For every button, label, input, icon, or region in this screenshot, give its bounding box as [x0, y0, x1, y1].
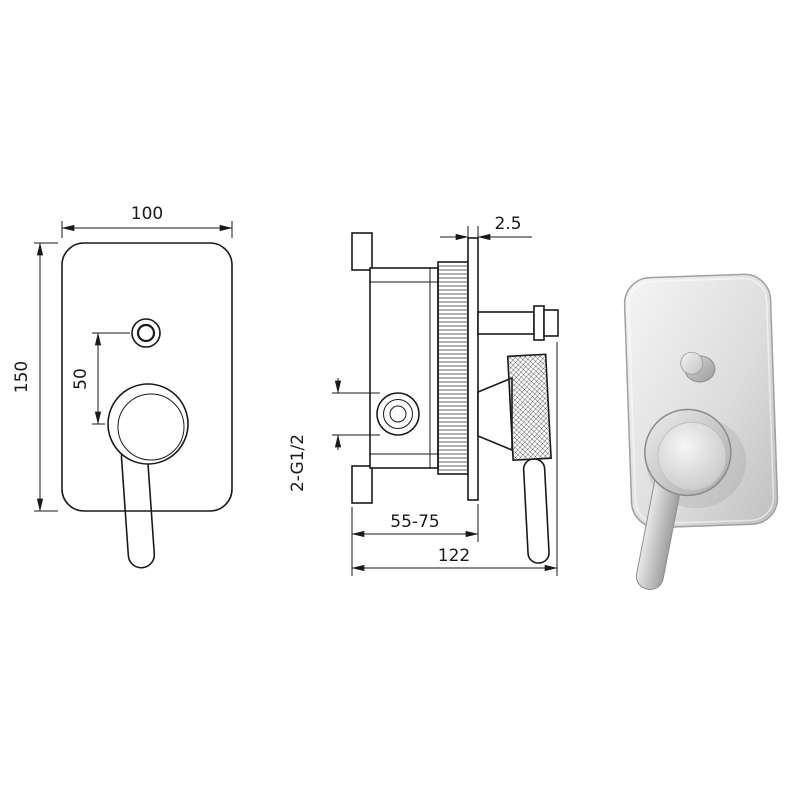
front-width-label: 100 [131, 204, 163, 224]
front-view: 100 150 50 [12, 204, 233, 569]
dimension-total-depth: 122 [351, 342, 558, 576]
side-threaded-collar [437, 261, 469, 475]
dimension-thread-spec: 2-G1/2 [288, 378, 380, 492]
side-diverter-ring [533, 305, 545, 341]
side-mounting-ear-top [351, 232, 373, 271]
side-diverter-stem [477, 311, 535, 335]
front-handle-outer-circle [107, 383, 189, 465]
side-view: 2.5 2-G1/2 55-75 122 [288, 214, 559, 576]
product-render [623, 273, 779, 590]
side-lever-handle [522, 458, 550, 564]
plate-thickness-label: 2.5 [494, 214, 521, 234]
side-mounting-ear-bottom [351, 465, 373, 504]
side-inlet-circle-mid [383, 399, 413, 429]
circle-offset-label: 50 [71, 368, 91, 390]
front-handle-inner-circle [117, 393, 185, 461]
dimension-circle-offset: 50 [71, 332, 130, 425]
side-handle-hub [477, 376, 513, 452]
front-height-label: 150 [12, 361, 32, 393]
render-diverter-knob-face [680, 351, 704, 375]
front-diverter-button-inner [136, 323, 156, 343]
depth-range-label: 55-75 [390, 512, 439, 532]
render-plate-highlight [627, 277, 775, 525]
total-depth-label: 122 [438, 546, 470, 566]
render-handle-inner [657, 421, 727, 491]
side-inlet-circle-inner [389, 405, 407, 423]
side-diverter-cap [543, 309, 559, 337]
dimension-plate-thickness: 2.5 [440, 214, 532, 242]
dimension-front-height: 150 [12, 242, 58, 512]
side-handle-group [506, 353, 552, 564]
dimension-front-width: 100 [61, 204, 233, 238]
side-valve-body [369, 267, 439, 469]
side-wall-plate [467, 237, 479, 501]
dimension-depth-range: 55-75 [351, 504, 479, 576]
side-knurled-grip [506, 353, 552, 462]
side-inlet-circle-outer [376, 392, 420, 436]
thread-spec-label: 2-G1/2 [288, 434, 308, 492]
front-wall-plate [61, 242, 233, 512]
